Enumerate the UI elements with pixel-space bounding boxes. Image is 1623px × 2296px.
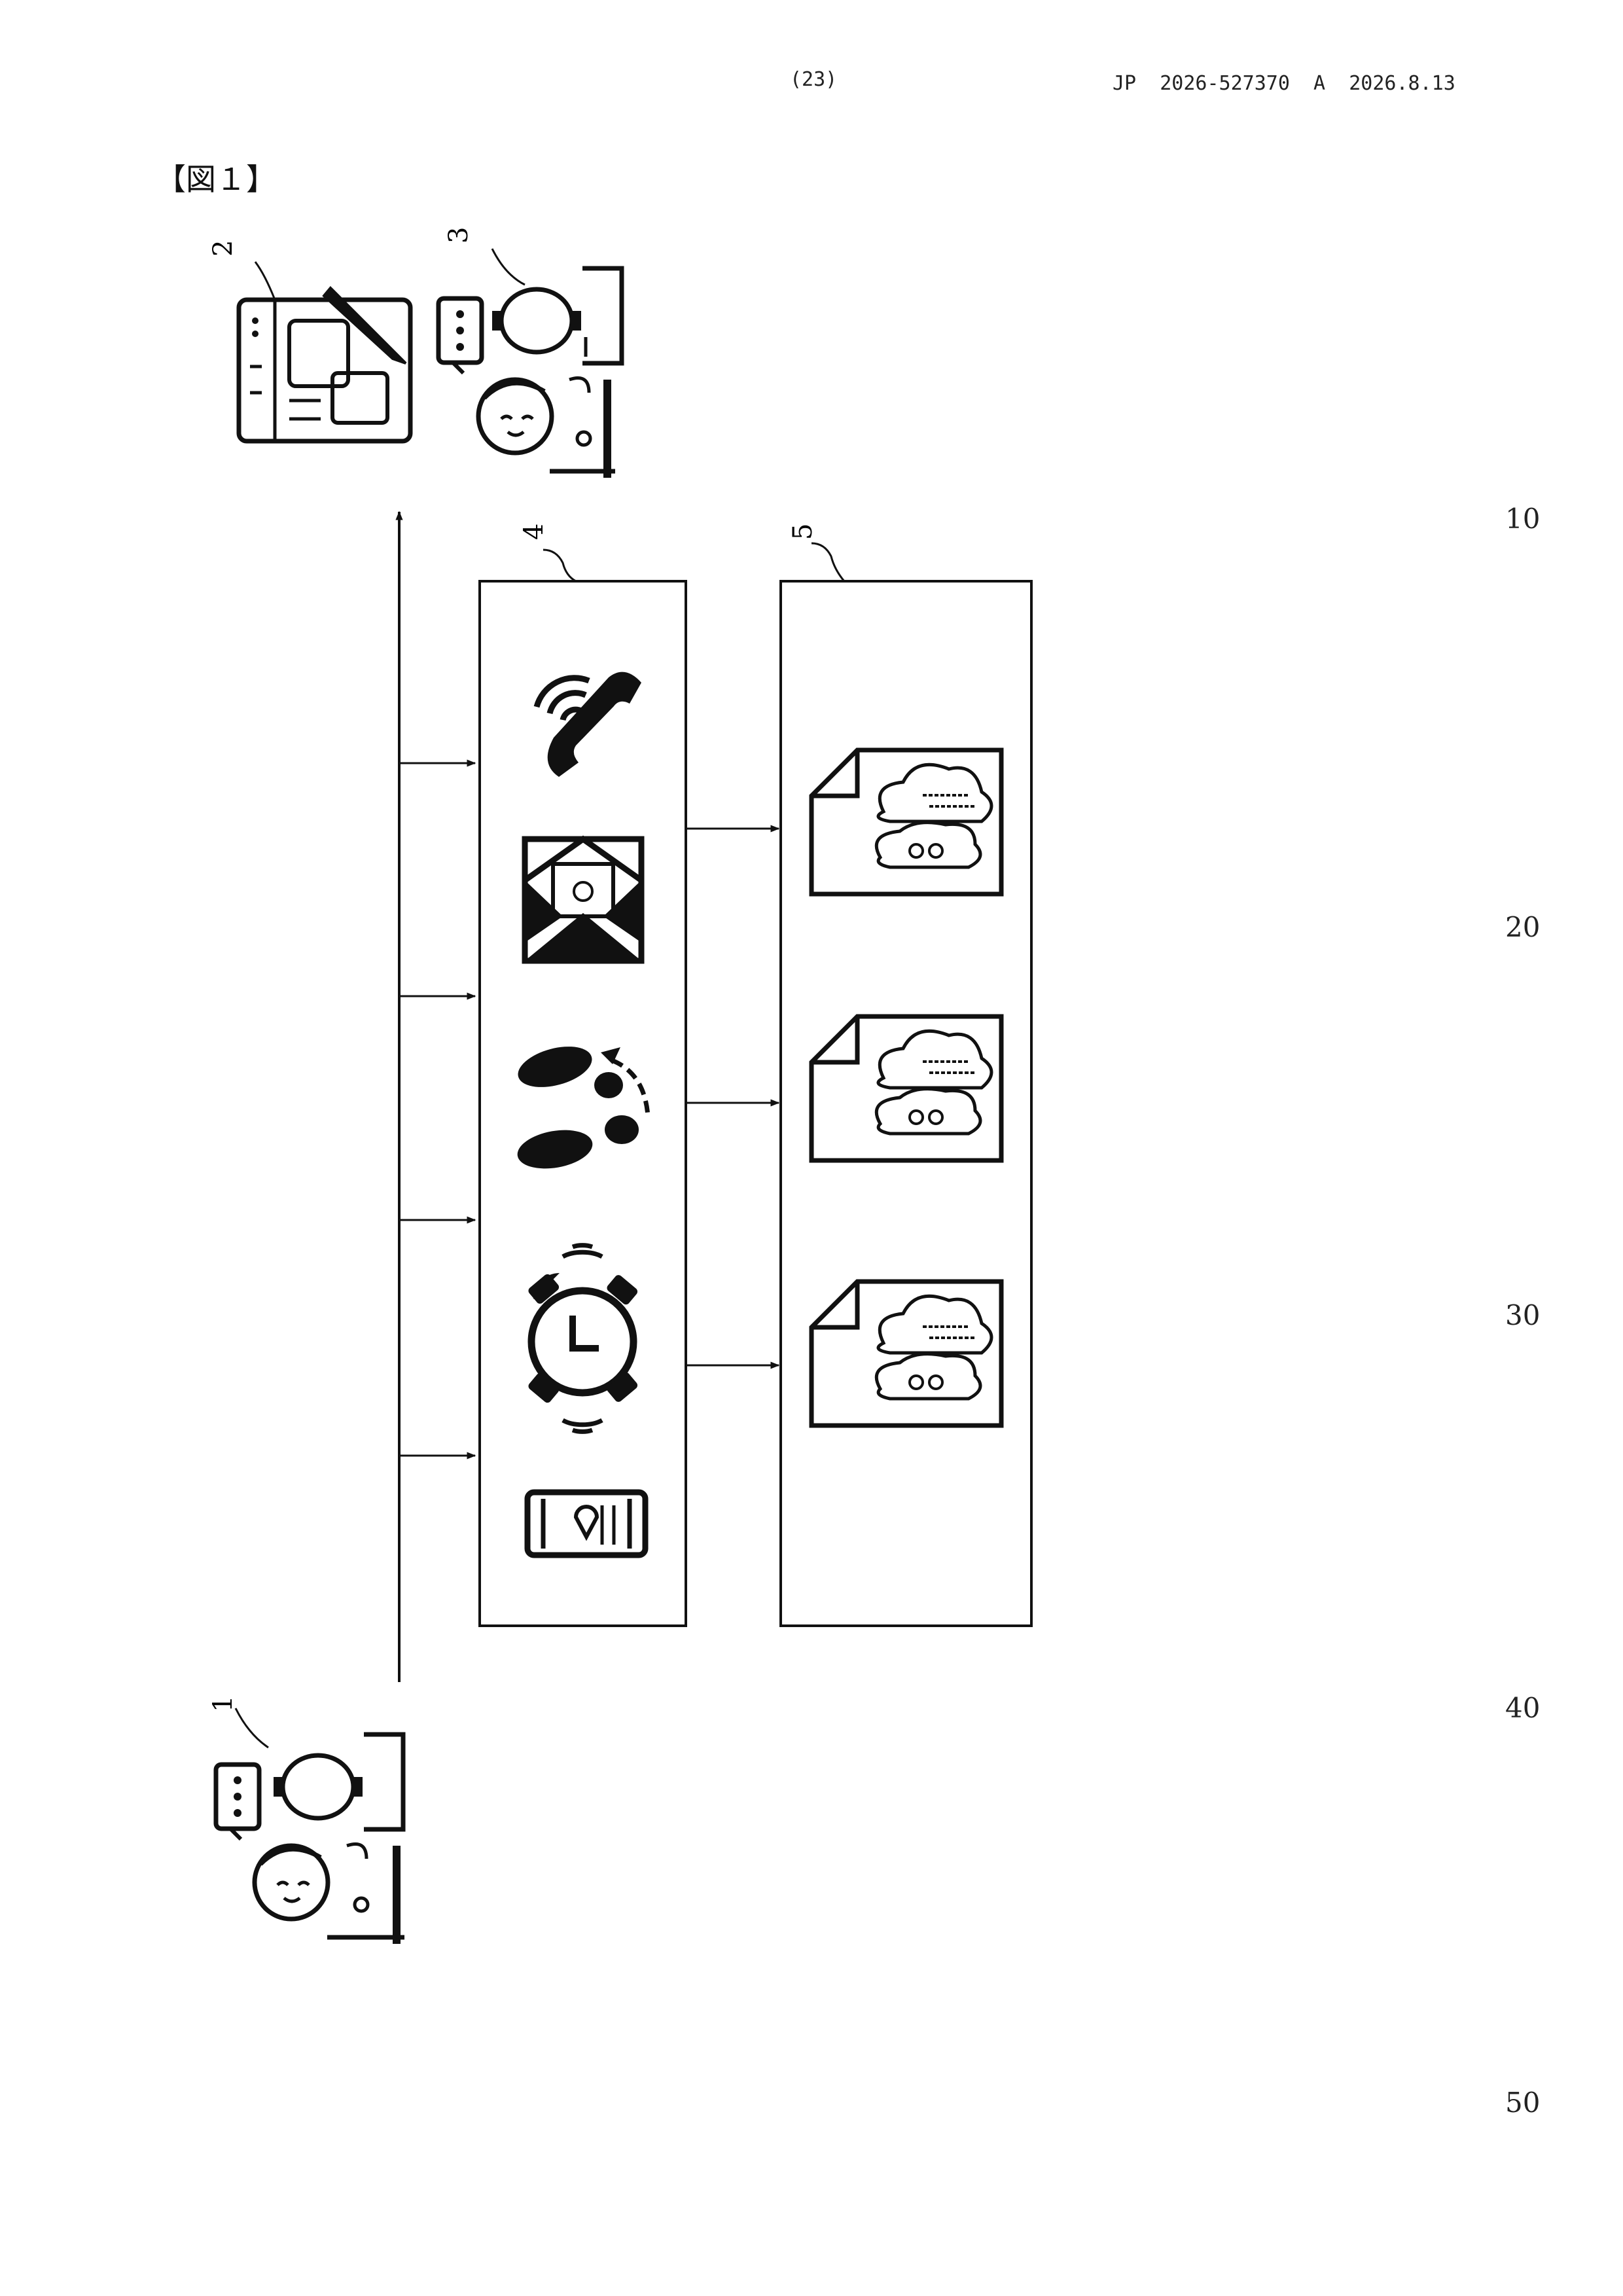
- cloud-document-icon: [812, 1282, 1001, 1426]
- cloud-document-icon: [812, 750, 1001, 894]
- smartphone-location-icon: [527, 1492, 645, 1555]
- ref-numeral-3: 3: [444, 227, 474, 243]
- email-icon: [525, 839, 641, 961]
- footsteps-icon: [514, 1039, 648, 1174]
- ref-numeral-1: 1: [208, 1696, 238, 1712]
- records-panel: 5: [781, 524, 1031, 1626]
- worker-icon: 1: [208, 1696, 404, 1944]
- ref-numeral-4: 4: [519, 524, 549, 540]
- support-agent-icon: 3: [438, 227, 622, 478]
- alarm-clock-icon: [527, 1246, 639, 1432]
- cloud-document-icon: [812, 1016, 1001, 1160]
- phone-icon: [537, 672, 641, 777]
- channel-panel: 4: [480, 524, 686, 1626]
- document-with-pen-icon: 2: [208, 240, 410, 441]
- ref-numeral-5: 5: [788, 524, 818, 540]
- ref-numeral-2: 2: [208, 240, 238, 257]
